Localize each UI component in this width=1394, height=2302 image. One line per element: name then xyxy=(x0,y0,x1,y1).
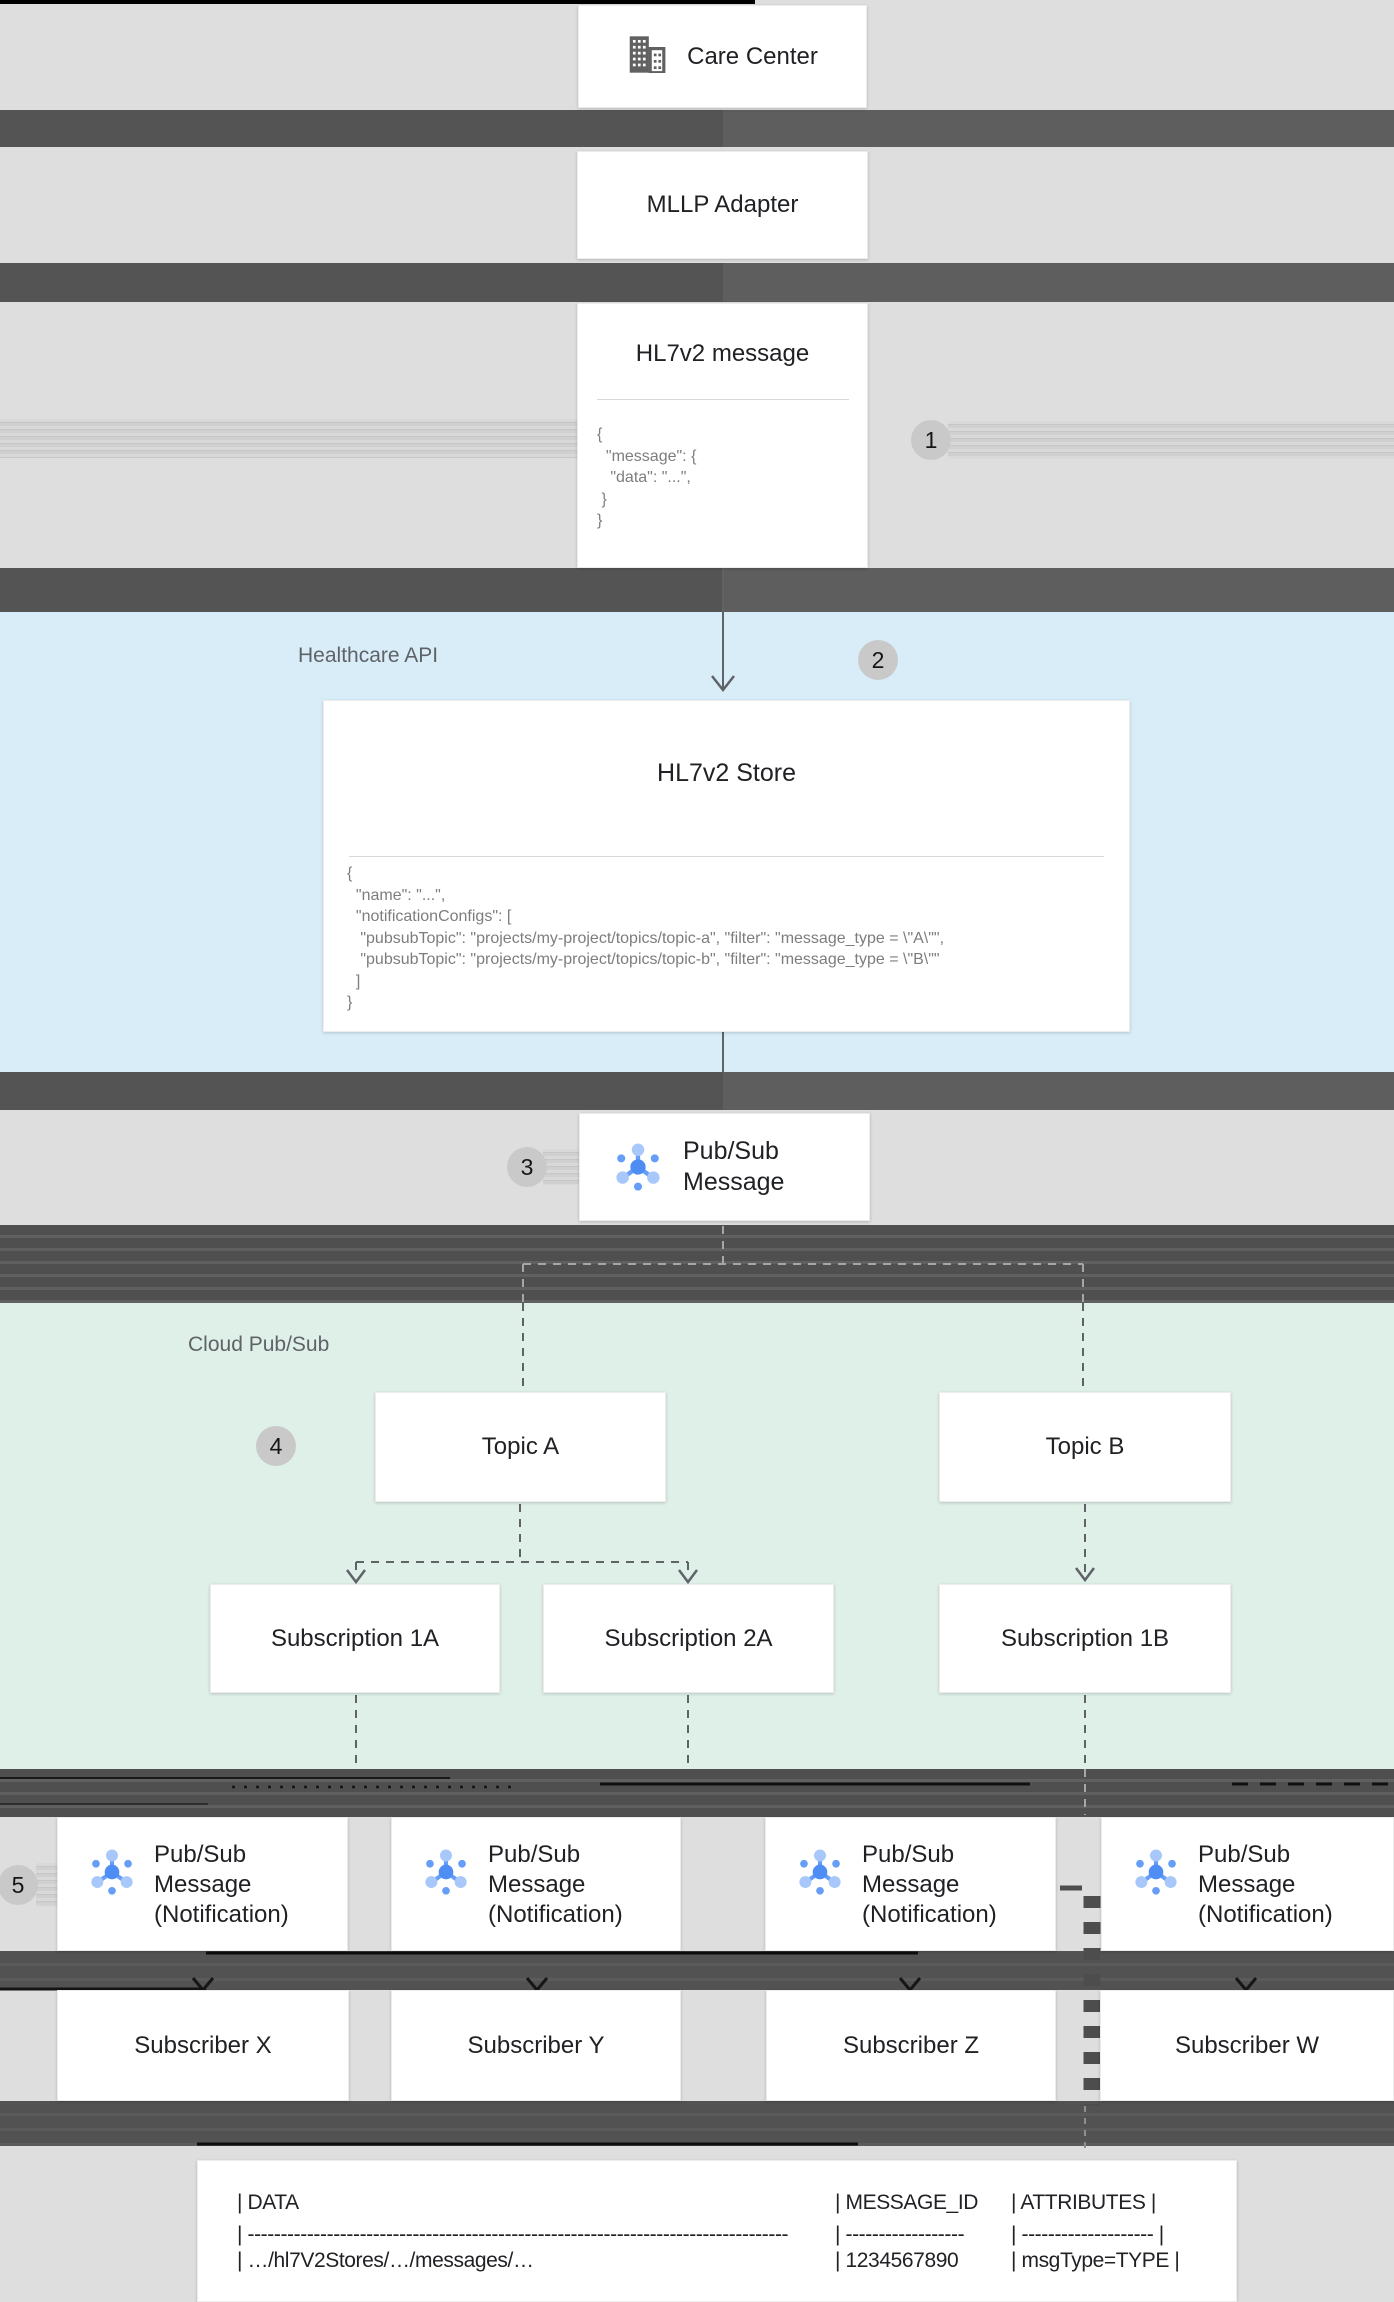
topic-a-label: Topic A xyxy=(481,1433,560,1460)
subscription-2a-node: Subscription 2A xyxy=(543,1584,834,1693)
pubsub-notification-node-4: Pub/Sub Message (Notification) xyxy=(1101,1817,1394,1951)
table-header-data: | DATA xyxy=(237,2191,299,2214)
divider xyxy=(597,399,849,400)
notification-label-line1: Pub/Sub xyxy=(862,1841,955,1868)
subscriber-w-node: Subscriber W xyxy=(1100,1990,1394,2101)
subscriber-z-node: Subscriber Z xyxy=(766,1990,1056,2101)
pubsub-message-node: Pub/Sub Message xyxy=(579,1113,870,1221)
notification-label-line1: Pub/Sub xyxy=(154,1841,247,1868)
separator-band xyxy=(0,263,1394,302)
pubsub-icon xyxy=(424,1848,468,1901)
step-circle-4: 4 xyxy=(256,1426,296,1466)
healthcare-api-label: Healthcare API xyxy=(298,644,439,667)
hl7v2-store-code: { "name": "...", "notificationConfigs": … xyxy=(347,865,945,1011)
building-icon xyxy=(627,35,667,78)
care-center-node: Care Center xyxy=(578,5,867,108)
pubsub-icon xyxy=(1134,1848,1178,1901)
notification-label-line1: Pub/Sub xyxy=(488,1841,581,1868)
mllp-adapter-node: MLLP Adapter xyxy=(577,151,868,259)
hl7v2-message-title: HL7v2 message xyxy=(635,340,810,367)
notification-label-line3: (Notification) xyxy=(862,1901,997,1928)
connector-ribbon xyxy=(0,419,577,458)
subscriber-w-label: Subscriber W xyxy=(1174,2031,1320,2059)
separator-band xyxy=(0,1072,1394,1110)
notification-label-line3: (Notification) xyxy=(488,1901,623,1928)
mllp-adapter-label: MLLP Adapter xyxy=(646,191,799,218)
subscription-1a-label: Subscription 1A xyxy=(270,1624,440,1652)
subscriber-y-node: Subscriber Y xyxy=(391,1990,681,2101)
notification-label-line2: Message xyxy=(862,1871,960,1898)
notification-label-line2: Message xyxy=(488,1871,586,1898)
topic-b-node: Topic B xyxy=(939,1392,1231,1502)
subscriber-x-label: Subscriber X xyxy=(134,2031,272,2059)
separator-band xyxy=(0,2101,1394,2146)
table-header-attributes: | ATTRIBUTES | xyxy=(1011,2191,1156,2214)
table-separator-message-id: | ------------------ xyxy=(835,2223,965,2246)
table-header-message-id: | MESSAGE_ID xyxy=(835,2191,979,2214)
subscription-1b-label: Subscription 1B xyxy=(1000,1624,1170,1652)
pubsub-notification-node-3: Pub/Sub Message (Notification) xyxy=(765,1817,1056,1951)
step-circle-3: 3 xyxy=(507,1147,547,1187)
pubsub-message-label-line1: Pub/Sub xyxy=(683,1137,779,1165)
notification-label-line3: (Notification) xyxy=(1198,1901,1333,1928)
subscriber-z-label: Subscriber Z xyxy=(842,2031,980,2059)
pubsub-notification-node-1: Pub/Sub Message (Notification) xyxy=(57,1817,348,1951)
subscription-2a-label: Subscription 2A xyxy=(604,1624,773,1652)
table-value-data: | …/hl7V2Stores/…/messages/… xyxy=(237,2249,534,2272)
topic-b-label: Topic B xyxy=(1045,1433,1125,1460)
separator-band xyxy=(0,1225,1394,1303)
subscriber-x-node: Subscriber X xyxy=(57,1990,349,2101)
pubsub-message-label-line2: Message xyxy=(683,1168,785,1196)
connector-ribbon xyxy=(948,421,1394,459)
connector-ribbon xyxy=(543,1149,579,1185)
separator-band xyxy=(0,568,1394,612)
table-separator-attributes: | -------------------- | xyxy=(1011,2223,1164,2246)
separator-band xyxy=(0,1769,1394,1817)
subscriber-y-label: Subscriber Y xyxy=(467,2031,605,2059)
topic-a-node: Topic A xyxy=(375,1392,666,1502)
pubsub-notification-node-2: Pub/Sub Message (Notification) xyxy=(391,1817,681,1951)
step-circle-2: 2 xyxy=(858,640,898,680)
pubsub-icon xyxy=(798,1848,842,1901)
notification-label-line2: Message xyxy=(1198,1871,1296,1898)
table-value-attributes: | msgType=TYPE | xyxy=(1011,2249,1180,2272)
subscription-1a-node: Subscription 1A xyxy=(210,1584,500,1693)
divider xyxy=(349,856,1104,857)
hl7v2-store-node: HL7v2 Store { "name": "...", "notificati… xyxy=(323,700,1130,1032)
hl7v2-message-code: { "message": { "data": "...", } } xyxy=(597,426,697,529)
separator-band xyxy=(0,1951,1394,1990)
subscription-1b-node: Subscription 1B xyxy=(939,1584,1231,1693)
notification-label-line1: Pub/Sub xyxy=(1198,1841,1291,1868)
table-separator-data: | --------------------------------------… xyxy=(237,2223,789,2246)
table-value-message-id: | 1234567890 xyxy=(835,2249,959,2272)
care-center-label: Care Center xyxy=(687,42,818,70)
notification-label-line3: (Notification) xyxy=(154,1901,289,1928)
cloud-pubsub-section xyxy=(0,1303,1394,1769)
separator-band xyxy=(0,110,1394,147)
message-table: | DATA | MESSAGE_ID | ATTRIBUTES | | ---… xyxy=(197,2160,1237,2302)
hl7v2-message-node: HL7v2 message { "message": { "data": "..… xyxy=(577,303,868,568)
top-border-line xyxy=(0,0,755,4)
pubsub-icon xyxy=(615,1142,661,1197)
step-circle-1: 1 xyxy=(911,420,951,460)
notification-label-line2: Message xyxy=(154,1871,252,1898)
connector-ribbon xyxy=(36,1863,57,1907)
cloud-pubsub-label: Cloud Pub/Sub xyxy=(188,1333,330,1356)
hl7v2-store-title: HL7v2 Store xyxy=(657,759,796,787)
pubsub-icon xyxy=(90,1848,134,1901)
step-circle-5: 5 xyxy=(0,1865,38,1905)
